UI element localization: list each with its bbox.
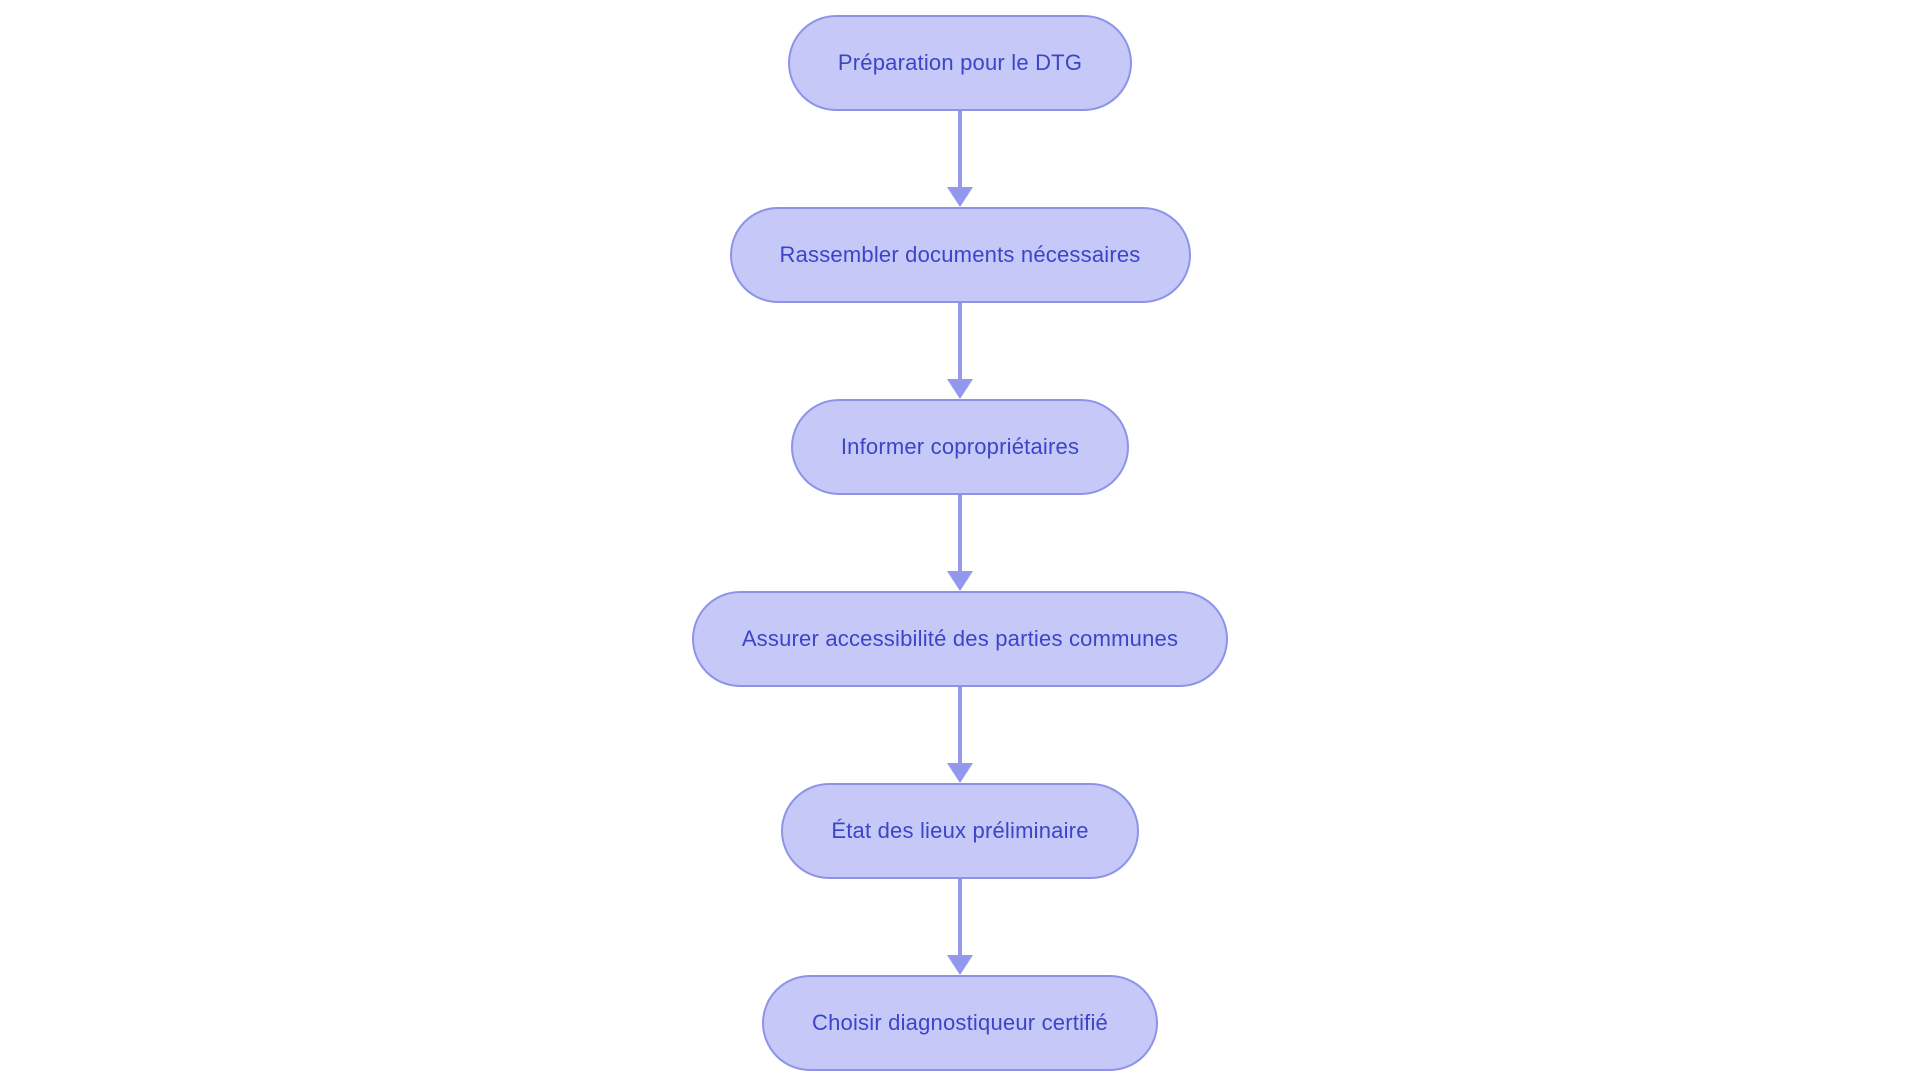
flow-node-accessibilite-parties-communes: Assurer accessibilité des parties commun…: [691, 591, 1229, 687]
flow-arrow-5-6: [945, 879, 975, 975]
arrowhead-down-icon: [947, 955, 973, 975]
arrowhead-down-icon: [947, 763, 973, 783]
flow-node-label: Préparation pour le DTG: [837, 50, 1083, 75]
flow-node-label: Informer copropriétaires: [840, 434, 1080, 459]
flow-node-preparation-dtg: Préparation pour le DTG: [787, 15, 1133, 111]
flow-node-label: Choisir diagnostiqueur certifié: [811, 1010, 1108, 1035]
flow-arrow-2-3: [945, 303, 975, 399]
flow-arrow-1-2: [945, 111, 975, 207]
flow-node-rassembler-documents: Rassembler documents nécessaires: [729, 207, 1191, 303]
arrowhead-down-icon: [947, 187, 973, 207]
arrowhead-down-icon: [947, 379, 973, 399]
arrow-shaft: [958, 879, 962, 956]
flow-arrow-4-5: [945, 687, 975, 783]
arrowhead-down-icon: [947, 571, 973, 591]
arrow-shaft: [958, 111, 962, 188]
flow-node-label: Rassembler documents nécessaires: [779, 242, 1141, 267]
arrow-shaft: [958, 303, 962, 380]
flow-node-label: État des lieux préliminaire: [831, 818, 1089, 843]
arrow-shaft: [958, 687, 962, 764]
flow-node-choisir-diagnostiqueur: Choisir diagnostiqueur certifié: [761, 975, 1158, 1071]
flow-node-etat-des-lieux: État des lieux préliminaire: [781, 783, 1139, 879]
flow-node-informer-coproprietaires: Informer copropriétaires: [790, 399, 1130, 495]
flow-node-label: Assurer accessibilité des parties commun…: [741, 626, 1179, 651]
arrow-shaft: [958, 495, 962, 572]
flow-arrow-3-4: [945, 495, 975, 591]
